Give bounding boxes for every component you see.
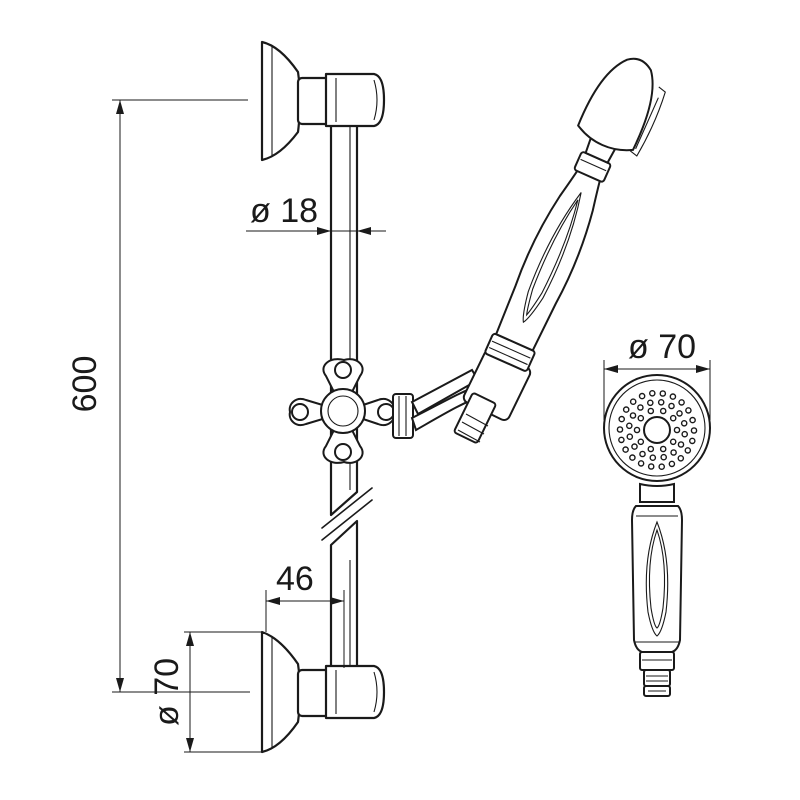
nozzle-hole [659, 407, 667, 415]
nozzle-hole [689, 437, 696, 445]
nozzle-hole [684, 447, 692, 454]
nozzle-hole [658, 463, 666, 471]
nozzle-hole [676, 410, 683, 417]
nozzle-hole [637, 414, 645, 422]
nozzle-hole [649, 454, 657, 462]
dimension-label-head-diameter: ø 70 [628, 328, 696, 366]
nozzle-hole [616, 426, 624, 433]
nozzle-hole [622, 406, 630, 413]
nozzle-hole [629, 454, 636, 461]
nozzle-hole [677, 441, 685, 448]
nozzle-hole [659, 445, 667, 453]
nozzle-hole [637, 438, 645, 446]
nozzle-hole [677, 454, 685, 462]
dimension-label-bracket-diameter: ø 70 [148, 658, 186, 726]
nozzle-hole [681, 430, 689, 438]
lower-wall-bracket [260, 630, 386, 754]
nozzle-hole [626, 433, 634, 441]
nozzle-hole [638, 392, 646, 400]
nozzle-hole [673, 426, 681, 434]
nozzle-hole [618, 415, 626, 423]
nozzle-hole [680, 419, 688, 427]
nozzle-hole [639, 450, 646, 458]
nozzle-hole [668, 402, 675, 410]
nozzle-hole [669, 414, 677, 422]
nozzle-hole [629, 398, 637, 406]
nozzle-hole [649, 389, 656, 397]
nozzle-hole [637, 404, 644, 411]
dimension-label-46: 46 [276, 560, 314, 598]
nozzle-hole [622, 446, 629, 453]
upper-wall-bracket [260, 40, 386, 162]
hand-shower-holder [410, 348, 532, 444]
nozzle-hole [657, 398, 665, 406]
dimension-bracket-diameter: ø 70 [148, 631, 262, 753]
nozzle-hole [678, 399, 685, 406]
shower-head-front [603, 374, 711, 697]
nozzle-hole [690, 427, 698, 434]
nozzle-hole [647, 445, 655, 453]
nozzle-hole [618, 436, 625, 444]
dimension-label-600: 600 [66, 356, 104, 413]
dimension-rail-diameter: ø 18 [246, 192, 386, 235]
nozzle-hole [685, 407, 692, 414]
nozzle-hole [659, 390, 667, 397]
nozzle-hole [689, 416, 696, 424]
nozzle-hole [660, 453, 668, 461]
nozzle-hole [633, 426, 641, 434]
nozzle-hole [647, 399, 654, 407]
hand-shower-side [484, 57, 666, 372]
nozzle-hole [626, 422, 633, 430]
nozzle-hole [669, 393, 677, 400]
nozzle-hole [647, 463, 655, 470]
nozzle-hole [647, 407, 655, 415]
cross-knob-slider [288, 358, 414, 464]
nozzle-hole [668, 460, 676, 468]
dimension-head-diameter: ø 70 [603, 328, 711, 420]
nozzle-pattern [616, 389, 698, 471]
dimension-600: 600 [66, 99, 248, 693]
nozzle-hole [637, 460, 645, 467]
nozzle-hole [629, 412, 637, 419]
nozzle-hole [631, 443, 638, 450]
nozzle-hole [670, 449, 677, 456]
dimension-label-rail-diameter: ø 18 [250, 192, 318, 230]
dimension-46: 46 [265, 560, 345, 668]
nozzle-hole [669, 438, 677, 446]
